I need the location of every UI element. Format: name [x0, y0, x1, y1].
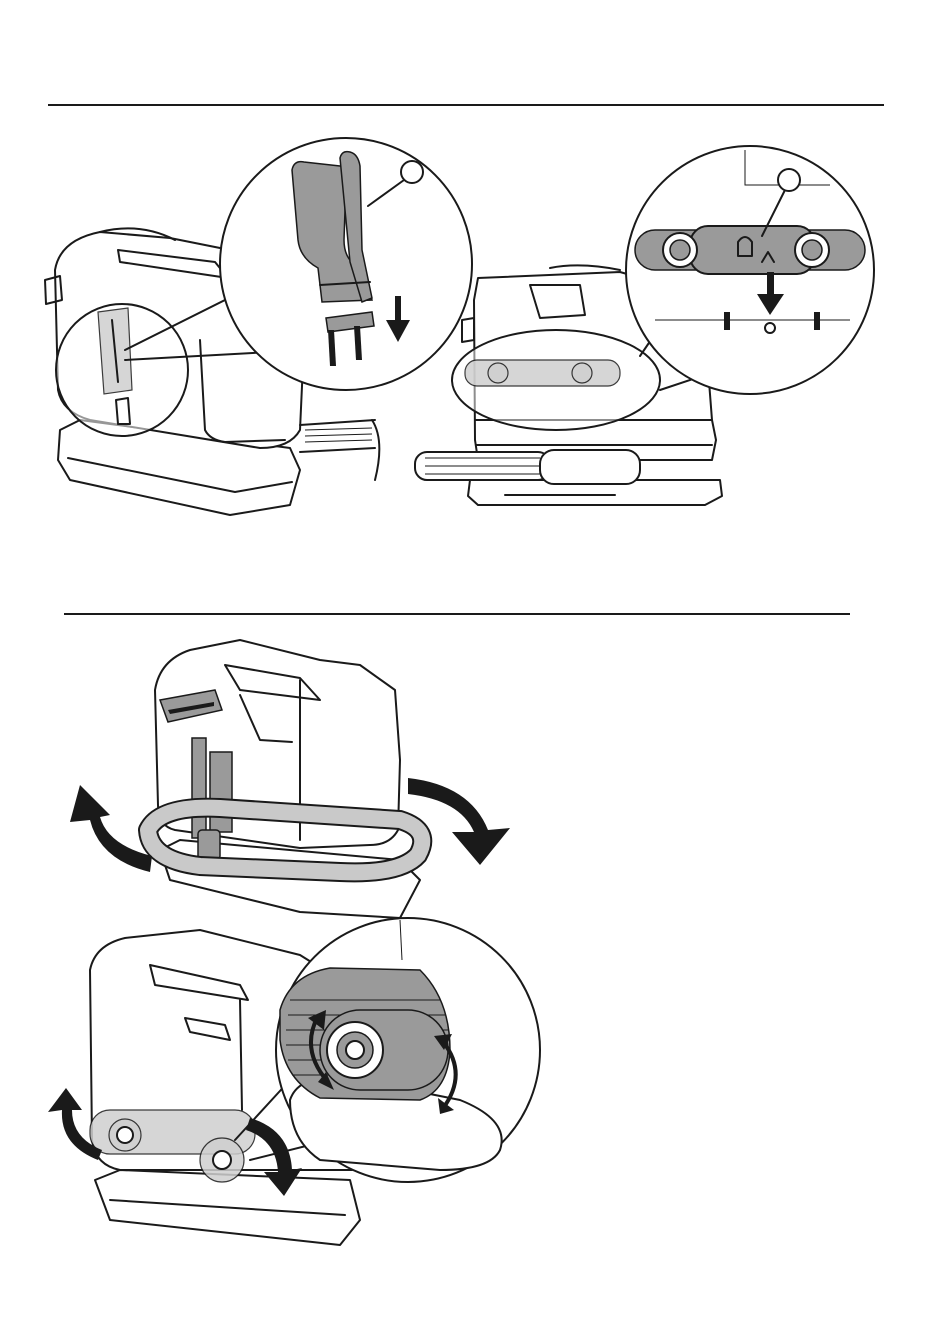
figure-hose-holder-removal [415, 146, 874, 505]
figure-hose-clip-removal [45, 138, 472, 515]
figure-rotate-hose-holder [48, 918, 540, 1245]
part-reference-marker-2 [778, 169, 800, 191]
figure-unwrap-hose [70, 640, 510, 918]
part-reference-marker [401, 161, 423, 183]
